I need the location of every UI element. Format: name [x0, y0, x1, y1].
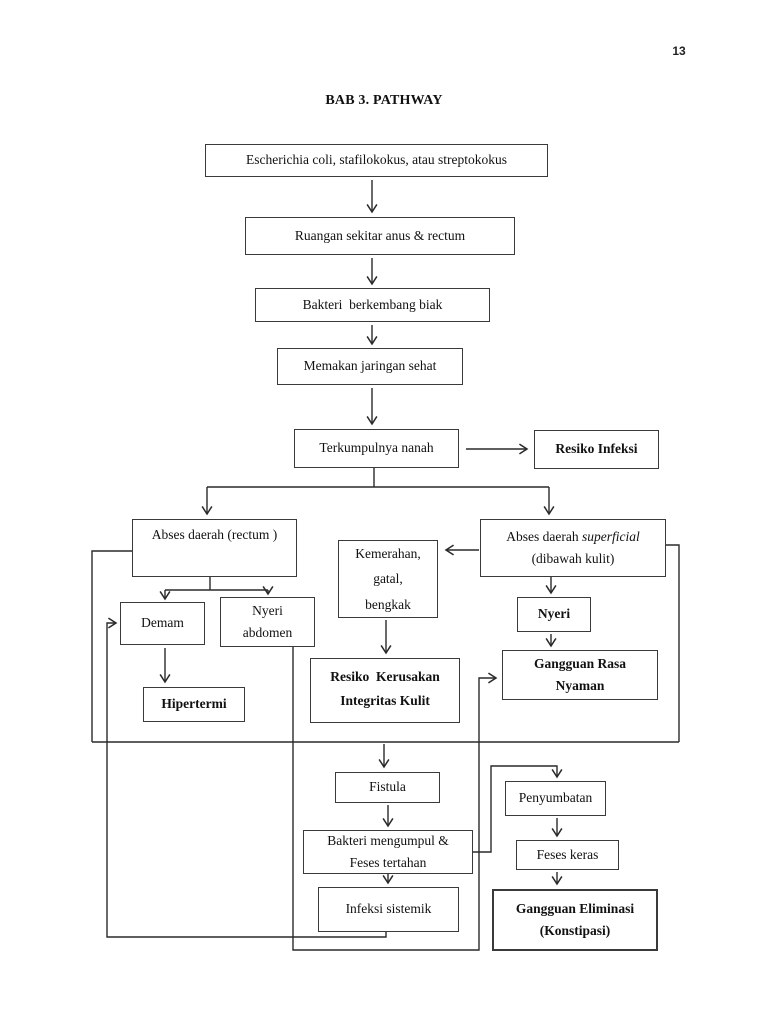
- node-gangguan-eliminasi-konstipasi: Gangguan Eliminasi (Konstipasi): [492, 889, 658, 951]
- branch-nanah-split: [207, 468, 549, 488]
- node-abses-daerah-rectum: Abses daerah (rectum ): [132, 519, 297, 577]
- node-nyeri-abdomen: Nyeri abdomen: [220, 597, 315, 647]
- node-ruangan-sekitar-anus: Ruangan sekitar anus & rectum: [245, 217, 515, 255]
- node-nyeri: Nyeri: [517, 597, 591, 632]
- node-kemerahan-gatal-bengkak: Kemerahan, gatal, bengkak: [338, 540, 438, 618]
- node-escherichia: Escherichia coli, stafilokokus, atau str…: [205, 144, 548, 177]
- loop-right-border: [666, 544, 680, 742]
- node-resiko-infeksi: Resiko Infeksi: [534, 430, 659, 469]
- node-demam: Demam: [120, 602, 205, 645]
- branch-abses-rectum-split: [165, 577, 268, 591]
- node-bakteri-berkembang-biak: Bakteri berkembang biak: [255, 288, 490, 322]
- node-resiko-kerusakan-integritas-kulit: Resiko Kerusakan Integritas Kulit: [310, 658, 460, 723]
- node-infeksi-sistemik: Infeksi sistemik: [318, 887, 459, 932]
- node-memakan-jaringan-sehat: Memakan jaringan sehat: [277, 348, 463, 385]
- page-title: BAB 3. PATHWAY: [325, 93, 443, 108]
- node-fistula: Fistula: [335, 772, 440, 803]
- node-feses-keras: Feses keras: [516, 840, 619, 870]
- node-hipertermi: Hipertermi: [143, 687, 245, 722]
- node-gangguan-rasa-nyaman: Gangguan Rasa Nyaman: [502, 650, 658, 700]
- node-penyumbatan: Penyumbatan: [505, 781, 606, 816]
- loop-left-border: [91, 550, 132, 742]
- node-terkumpulnya-nanah: Terkumpulnya nanah: [294, 429, 459, 468]
- node-abses-daerah-superficial: Abses daerah superficial(dibawah kulit): [480, 519, 666, 577]
- page-number: 13: [672, 44, 686, 58]
- node-bakteri-mengumpul-feses-tertahan: Bakteri mengumpul & Feses tertahan: [303, 830, 473, 874]
